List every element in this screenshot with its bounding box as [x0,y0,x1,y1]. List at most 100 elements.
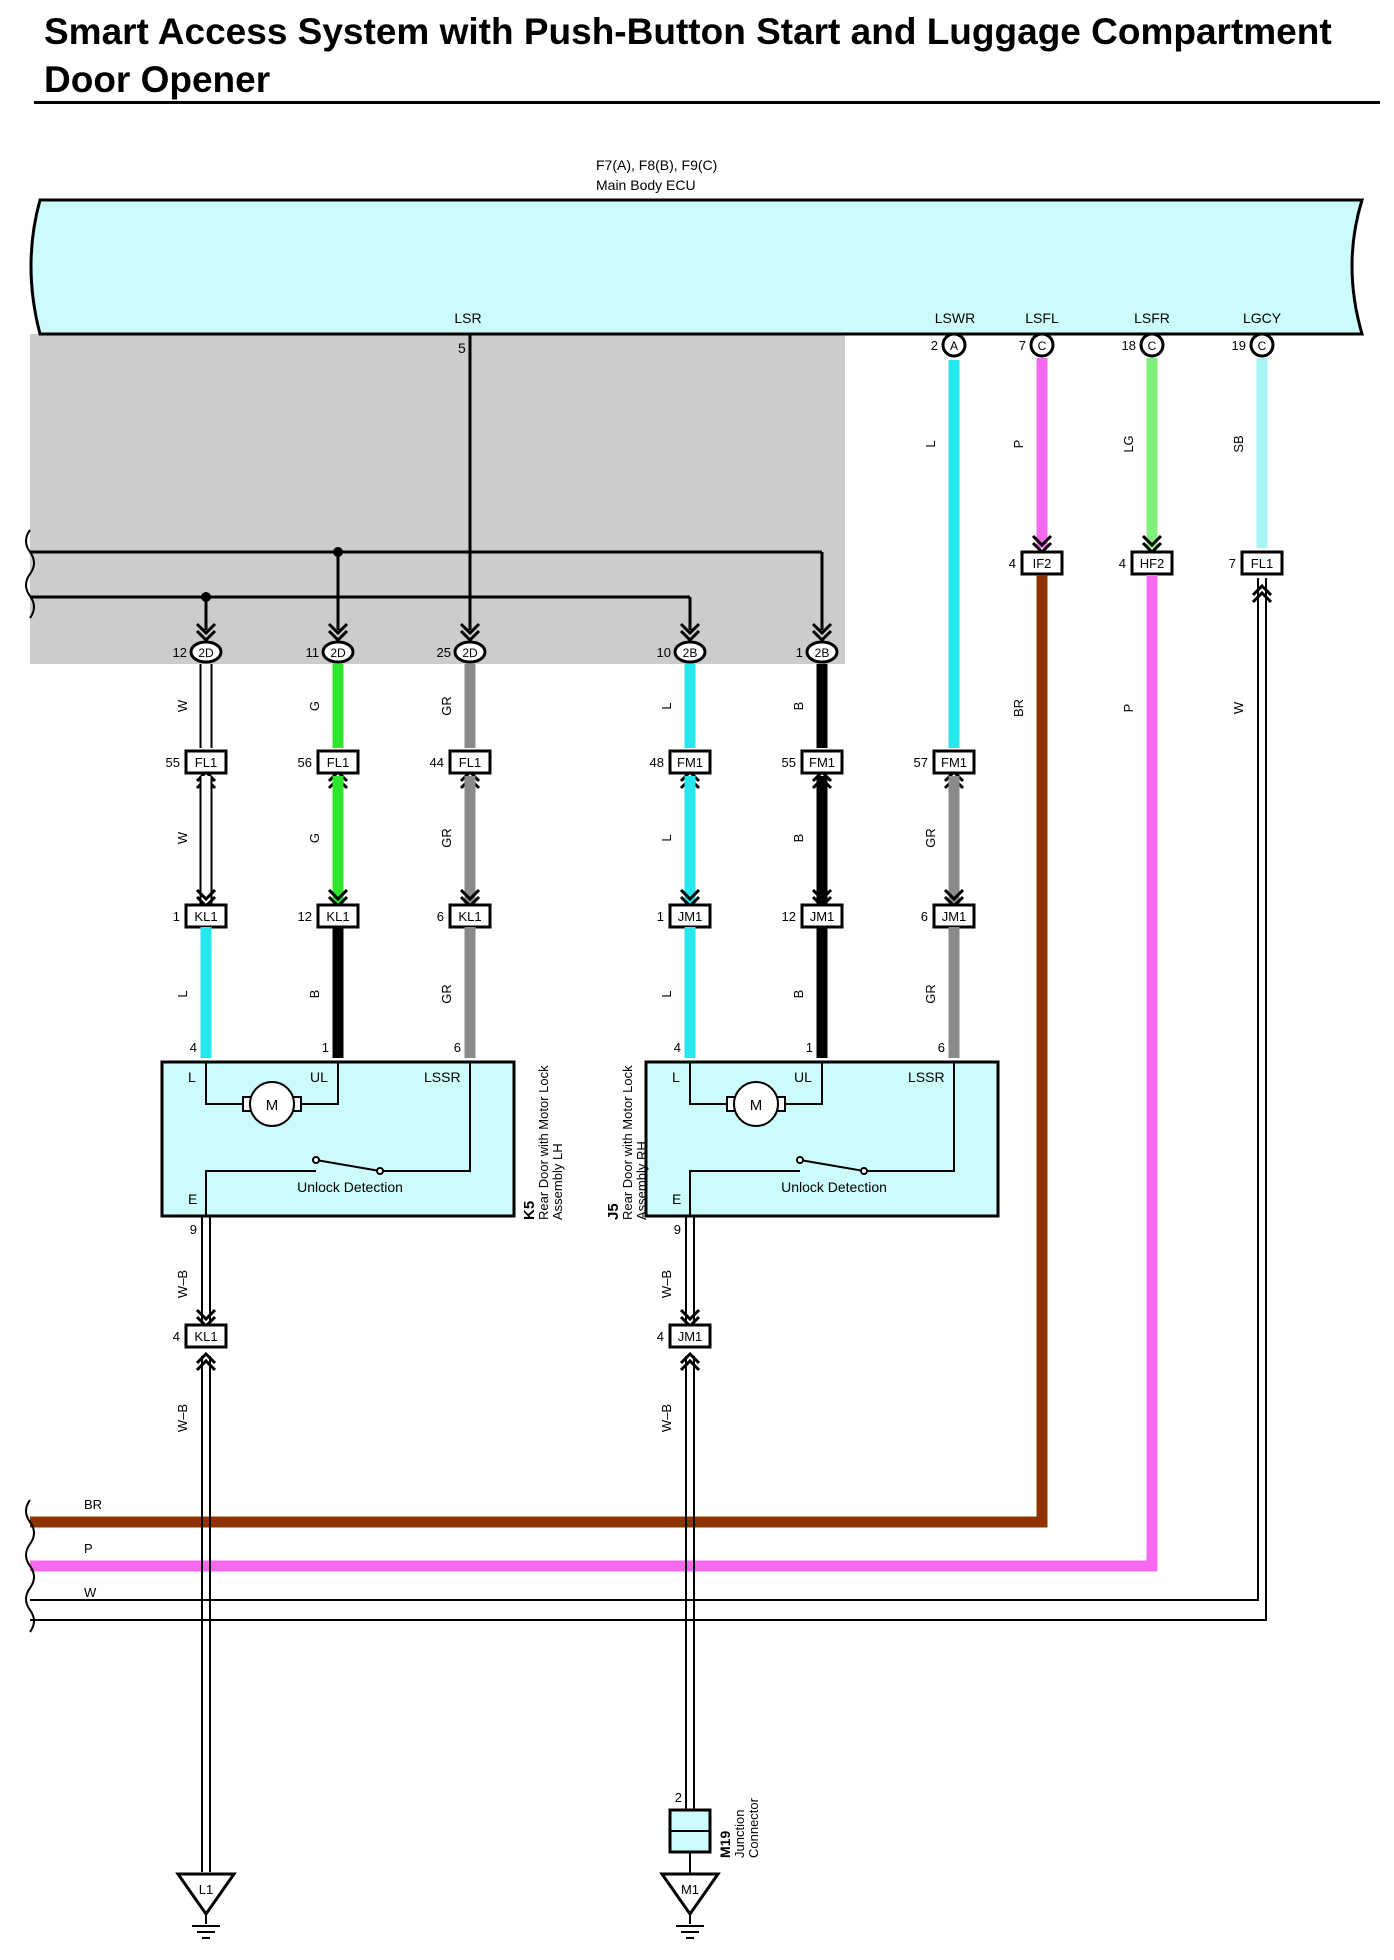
lh-switch-label: Unlock Detection [297,1179,403,1195]
wire-color-label: L [659,990,674,997]
connector-mid [668,749,712,775]
connector-right-code: HF2 [1140,556,1165,571]
connector-right-pin: 7 [1229,556,1236,571]
connector-oval [189,640,223,664]
wire-color-label: G [307,701,322,711]
lh-switch-circuit [383,1062,471,1172]
wire-color-label: W–B [175,1404,190,1432]
connector-chevron [195,629,217,643]
lh-terminal-l: L [188,1069,196,1085]
junction-name-line2: Connector [746,1797,761,1858]
connector-mid-pin: 55 [782,755,796,770]
connector-right-pin: 4 [1119,556,1126,571]
connector-right-code: IF2 [1033,556,1052,571]
ecu-terminal-lgcy: LGCY [1243,310,1282,326]
connector-mid-pin: 56 [298,755,312,770]
wire-segment [30,575,1158,1572]
connector-ground-pin: 4 [173,1329,180,1344]
connector-chevron [679,1308,701,1322]
connector-mid [448,749,492,775]
wire-color-label: GR [439,828,454,848]
connector-mid-code: FL1 [195,755,217,770]
ecu-pin-number: 7 [1019,338,1026,353]
lh-switch-contact [376,1167,384,1175]
connector-mid [932,749,976,775]
ecu-pin-lsr: 5 [458,340,466,356]
rh-motor-circuit [689,1062,732,1105]
connector-mid-code: FM1 [809,755,835,770]
wire-color-label: W–B [175,1270,190,1298]
wire-color-label: GR [439,984,454,1004]
ecu-pin-number: 19 [1232,338,1246,353]
connector-right-pin: 4 [1009,556,1016,571]
connector-oval [321,640,355,664]
connector-chevron [811,629,833,643]
ground-icon [175,1872,237,1917]
connector-ground [184,1323,228,1349]
ecu-terminal-lsfr: LSFR [1134,310,1170,326]
connector-right [1130,550,1174,576]
connector-chevron [195,1308,217,1322]
ecu-pin-circle [1029,332,1055,358]
ground-label: M1 [681,1882,699,1897]
connector-oval-code: 2D [462,646,478,660]
component-pin: 1 [806,1040,813,1055]
connector-mid-code: FM1 [941,755,967,770]
ecu-terminal-lsr: LSR [454,310,481,326]
connector-chevron [1031,534,1053,548]
connector-chevron [327,888,349,902]
lh-motor-circuit [205,1062,248,1105]
lh-motor-icon [249,1081,295,1127]
connector-oval [453,640,487,664]
connector-oval [673,640,707,664]
connector-low-pin: 12 [298,909,312,924]
connector-mid [800,749,844,775]
wire-color-label: P [1011,440,1026,449]
connector-mid-pin: 55 [166,755,180,770]
connector-right-code: FL1 [1251,556,1273,571]
wire-color-label: LG [1121,435,1136,452]
ecu-pin-conn: C [1258,339,1267,353]
rh-motor-icon [733,1081,779,1127]
connector-mid [184,749,228,775]
rh-assembly: L UL LSSR E M Unlock Detection J5 Rear D… [605,1060,1000,1220]
ecu-pin-conn: C [1038,339,1047,353]
rh-switch-contact [860,1167,868,1175]
wire-color-label: B [791,702,806,711]
connector-chevron [811,622,833,636]
wire-color-label: SB [1231,435,1246,452]
bus-wire-label: W [84,1585,97,1600]
wire-w [30,578,1259,1601]
connector-chevron [1251,590,1273,604]
rh-motor-circuit [780,1062,823,1105]
wire-color-label: G [307,833,322,843]
lh-switch-contact [312,1156,320,1164]
component-pin: 4 [674,1040,681,1055]
connector-oval-code: 2D [330,646,346,660]
wire-color-label: L [923,440,938,447]
wire-color-label: GR [439,696,454,716]
wire-color-label: GR [923,984,938,1004]
ecu-terminal-lsfl: LSFL [1025,310,1059,326]
connector-chevron [1251,583,1273,597]
break-mark [25,1499,35,1633]
lh-code: K5 [521,1201,538,1220]
ecu-pin-circle [1139,332,1165,358]
connector-low-code: KL1 [194,909,217,924]
title-rule [34,101,1380,104]
connector-chevron [327,622,349,636]
ecu-name: Main Body ECU [596,177,696,193]
splice-dot [201,592,211,602]
connector-mid-code: FL1 [327,755,349,770]
ecu-pin-circle [941,332,967,358]
connector-chevron [679,622,701,636]
wire-color-label: BR [1011,699,1026,717]
ecu-connectors: F7(A), F8(B), F9(C) [596,157,717,173]
